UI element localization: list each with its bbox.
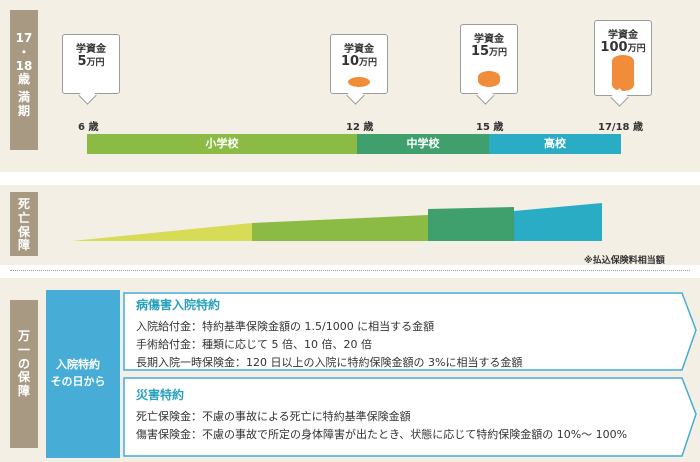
rider-box-accident-title: 災害特約 [136, 388, 185, 402]
rider-line: 死亡保険金：不慮の事故による死亡に特約基準保険金額 [136, 410, 411, 423]
death-side-label: 死 亡 保 障 [10, 192, 38, 256]
death-segment-1 [72, 223, 252, 241]
maturity-side-label: 17 ・ 18 歳 満 期 [10, 10, 38, 150]
rider-box-sickness: 病傷害入院特約 入院給付金：特約基準保険金額の 1.5/1000 に相当する金額… [136, 296, 676, 372]
death-segment-4 [514, 203, 602, 241]
stage-elementary: 小学校 [87, 134, 357, 154]
rider-box-accident: 災害特約 死亡保険金：不慮の事故による死亡に特約基準保険金額 傷害保険金：不慮の… [136, 386, 676, 444]
bubble-15: 学資金 15万円 [460, 24, 518, 94]
stage-junior-high: 中学校 [357, 134, 489, 154]
age-label: 17/18 歳 [598, 122, 643, 133]
rider-line: 手術給付金：種類に応じて 5 倍、10 倍、20 倍 [136, 338, 372, 351]
rider-line: 傷害保険金：不慮の事故で所定の身体障害が出たとき、状態に応じて特約保険金額の 1… [136, 428, 628, 441]
rider-frame [110, 290, 697, 458]
rider-line: 入院給付金：特約基準保険金額の 1.5/1000 に相当する金額 [136, 320, 435, 333]
coin-tall-stack-icon [612, 55, 634, 91]
death-note: ※払込保険料相当額 [584, 256, 665, 266]
age-label: 12 歳 [346, 122, 374, 133]
coin-stack-icon [478, 71, 500, 87]
death-segment-2 [252, 215, 428, 241]
rider-start-label: 入院特約 その日から [46, 290, 110, 458]
age-label: 6 歳 [78, 122, 99, 133]
divider [10, 270, 690, 271]
age-label: 15 歳 [476, 122, 504, 133]
death-segment-3 [428, 207, 514, 241]
rider-box-sickness-title: 病傷害入院特約 [136, 298, 221, 312]
death-benefit-graph [72, 203, 602, 241]
stage-high-school: 高校 [489, 134, 621, 154]
coin-icon [348, 77, 370, 87]
rider-line: 長期入院一時保険金：120 日以上の入院に特約保険金額の 3%に相当する金額 [136, 356, 523, 369]
bubble-6: 学資金 5万円 [62, 34, 120, 94]
emergency-side-label: 万 一 の 保 障 [10, 300, 38, 448]
bubble-18: 学資金 100万円 [594, 20, 652, 96]
bubble-12: 学資金 10万円 [330, 34, 388, 94]
